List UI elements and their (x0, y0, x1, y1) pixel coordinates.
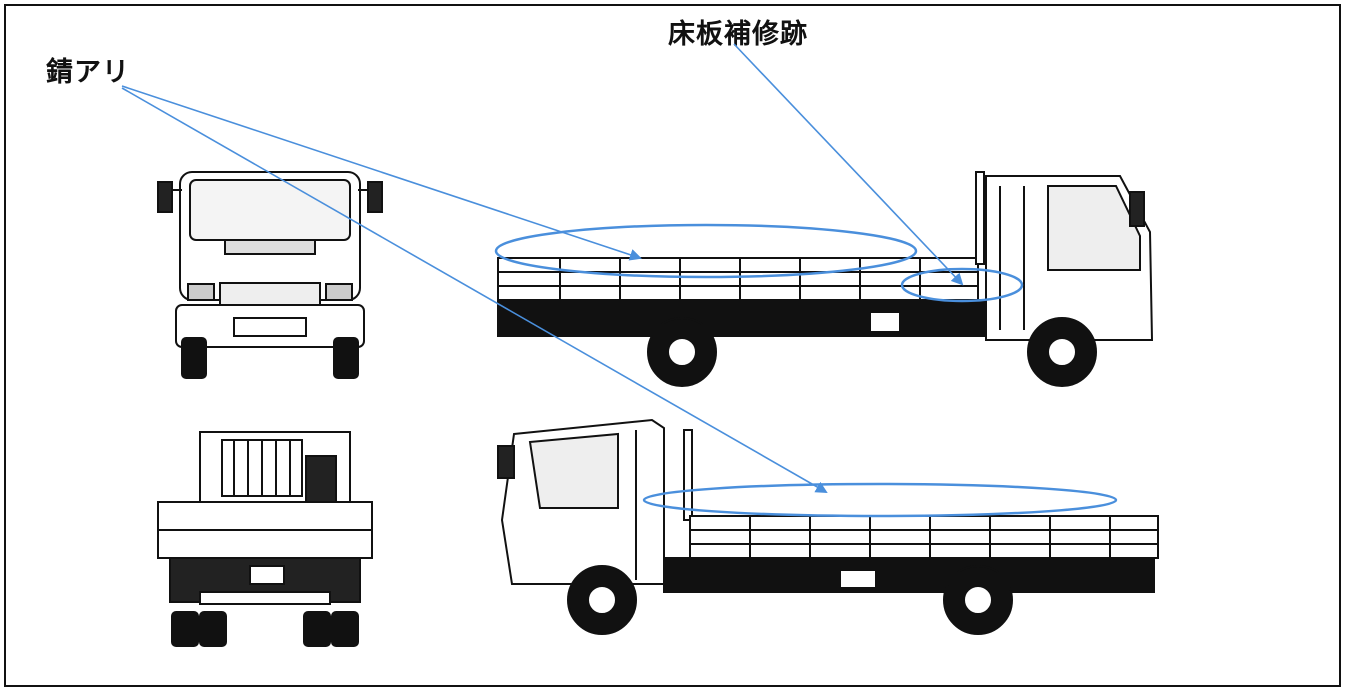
truck-left-side-view (497, 418, 1159, 635)
rust-leader-arrow-upper (121, 85, 642, 261)
rust-area-right-side-ellipse (494, 223, 918, 279)
truck-front-view (157, 171, 383, 379)
truck-right-side-view (497, 171, 1154, 387)
floor-repair-label: 床板補修跡 (668, 19, 808, 50)
rust-leader-arrow-lower (121, 87, 828, 493)
floor-repair-leader-arrow (733, 43, 964, 286)
floor-repair-area-ellipse (900, 267, 1024, 303)
truck-rear-view (157, 431, 373, 647)
rust-area-left-side-ellipse (642, 482, 1118, 518)
rust-label: 錆アリ (46, 57, 130, 88)
